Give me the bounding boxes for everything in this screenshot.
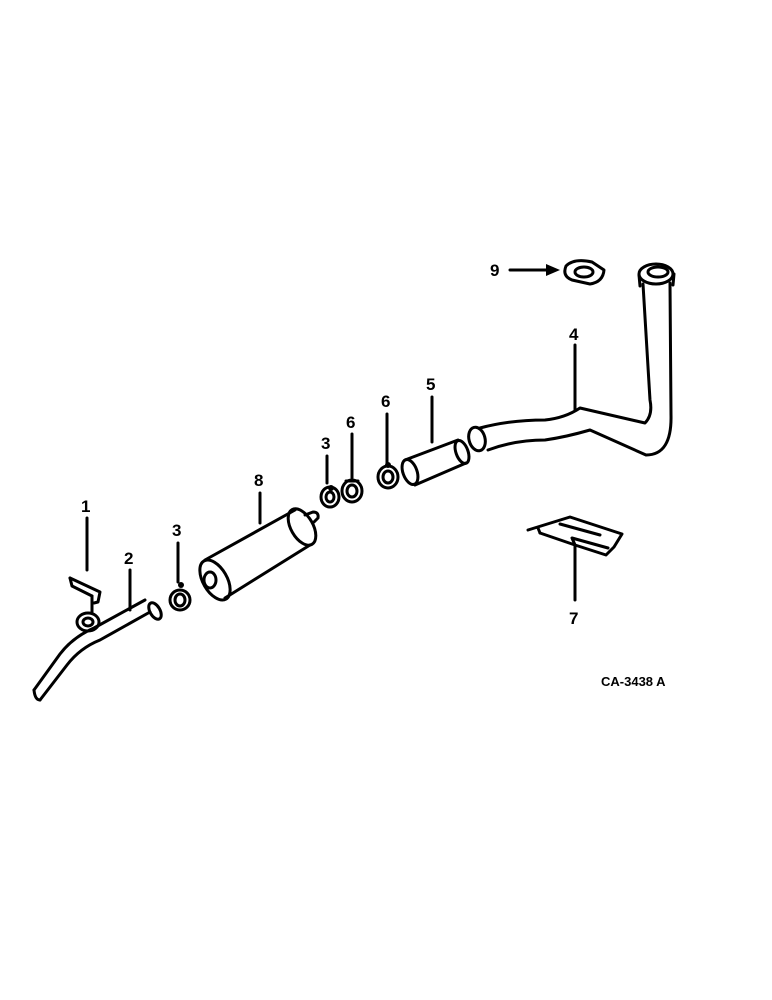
callout-6-right: 6	[381, 392, 390, 411]
callout-6-left: 6	[346, 413, 355, 432]
muffler-part	[198, 507, 320, 602]
leader-lines	[85, 264, 577, 612]
callout-1: 1	[81, 497, 90, 516]
exhaust-pipe-part	[467, 262, 676, 457]
callout-3-left: 3	[172, 521, 181, 540]
callout-9: 9	[490, 261, 499, 280]
tail-pipe-part	[32, 598, 163, 702]
drawing-code: CA-3438 A	[601, 674, 666, 689]
callout-3-middle: 3	[321, 434, 330, 453]
callout-4: 4	[569, 325, 579, 344]
callout-labels: 1 2 3 8 3 6 6 5 4 9 7	[81, 261, 579, 628]
clamp-part-middle	[319, 485, 341, 509]
gasket-part	[563, 259, 606, 286]
clamp-part-6-right	[376, 462, 400, 490]
clamp-part-6-left	[340, 478, 364, 504]
callout-7: 7	[569, 609, 578, 628]
connector-pipe-part	[400, 438, 471, 487]
callout-5: 5	[426, 375, 435, 394]
tail-pipe-clamp-part	[68, 576, 102, 633]
callout-8: 8	[254, 471, 263, 490]
callout-2: 2	[124, 549, 133, 568]
clamp-part-left	[168, 582, 192, 612]
